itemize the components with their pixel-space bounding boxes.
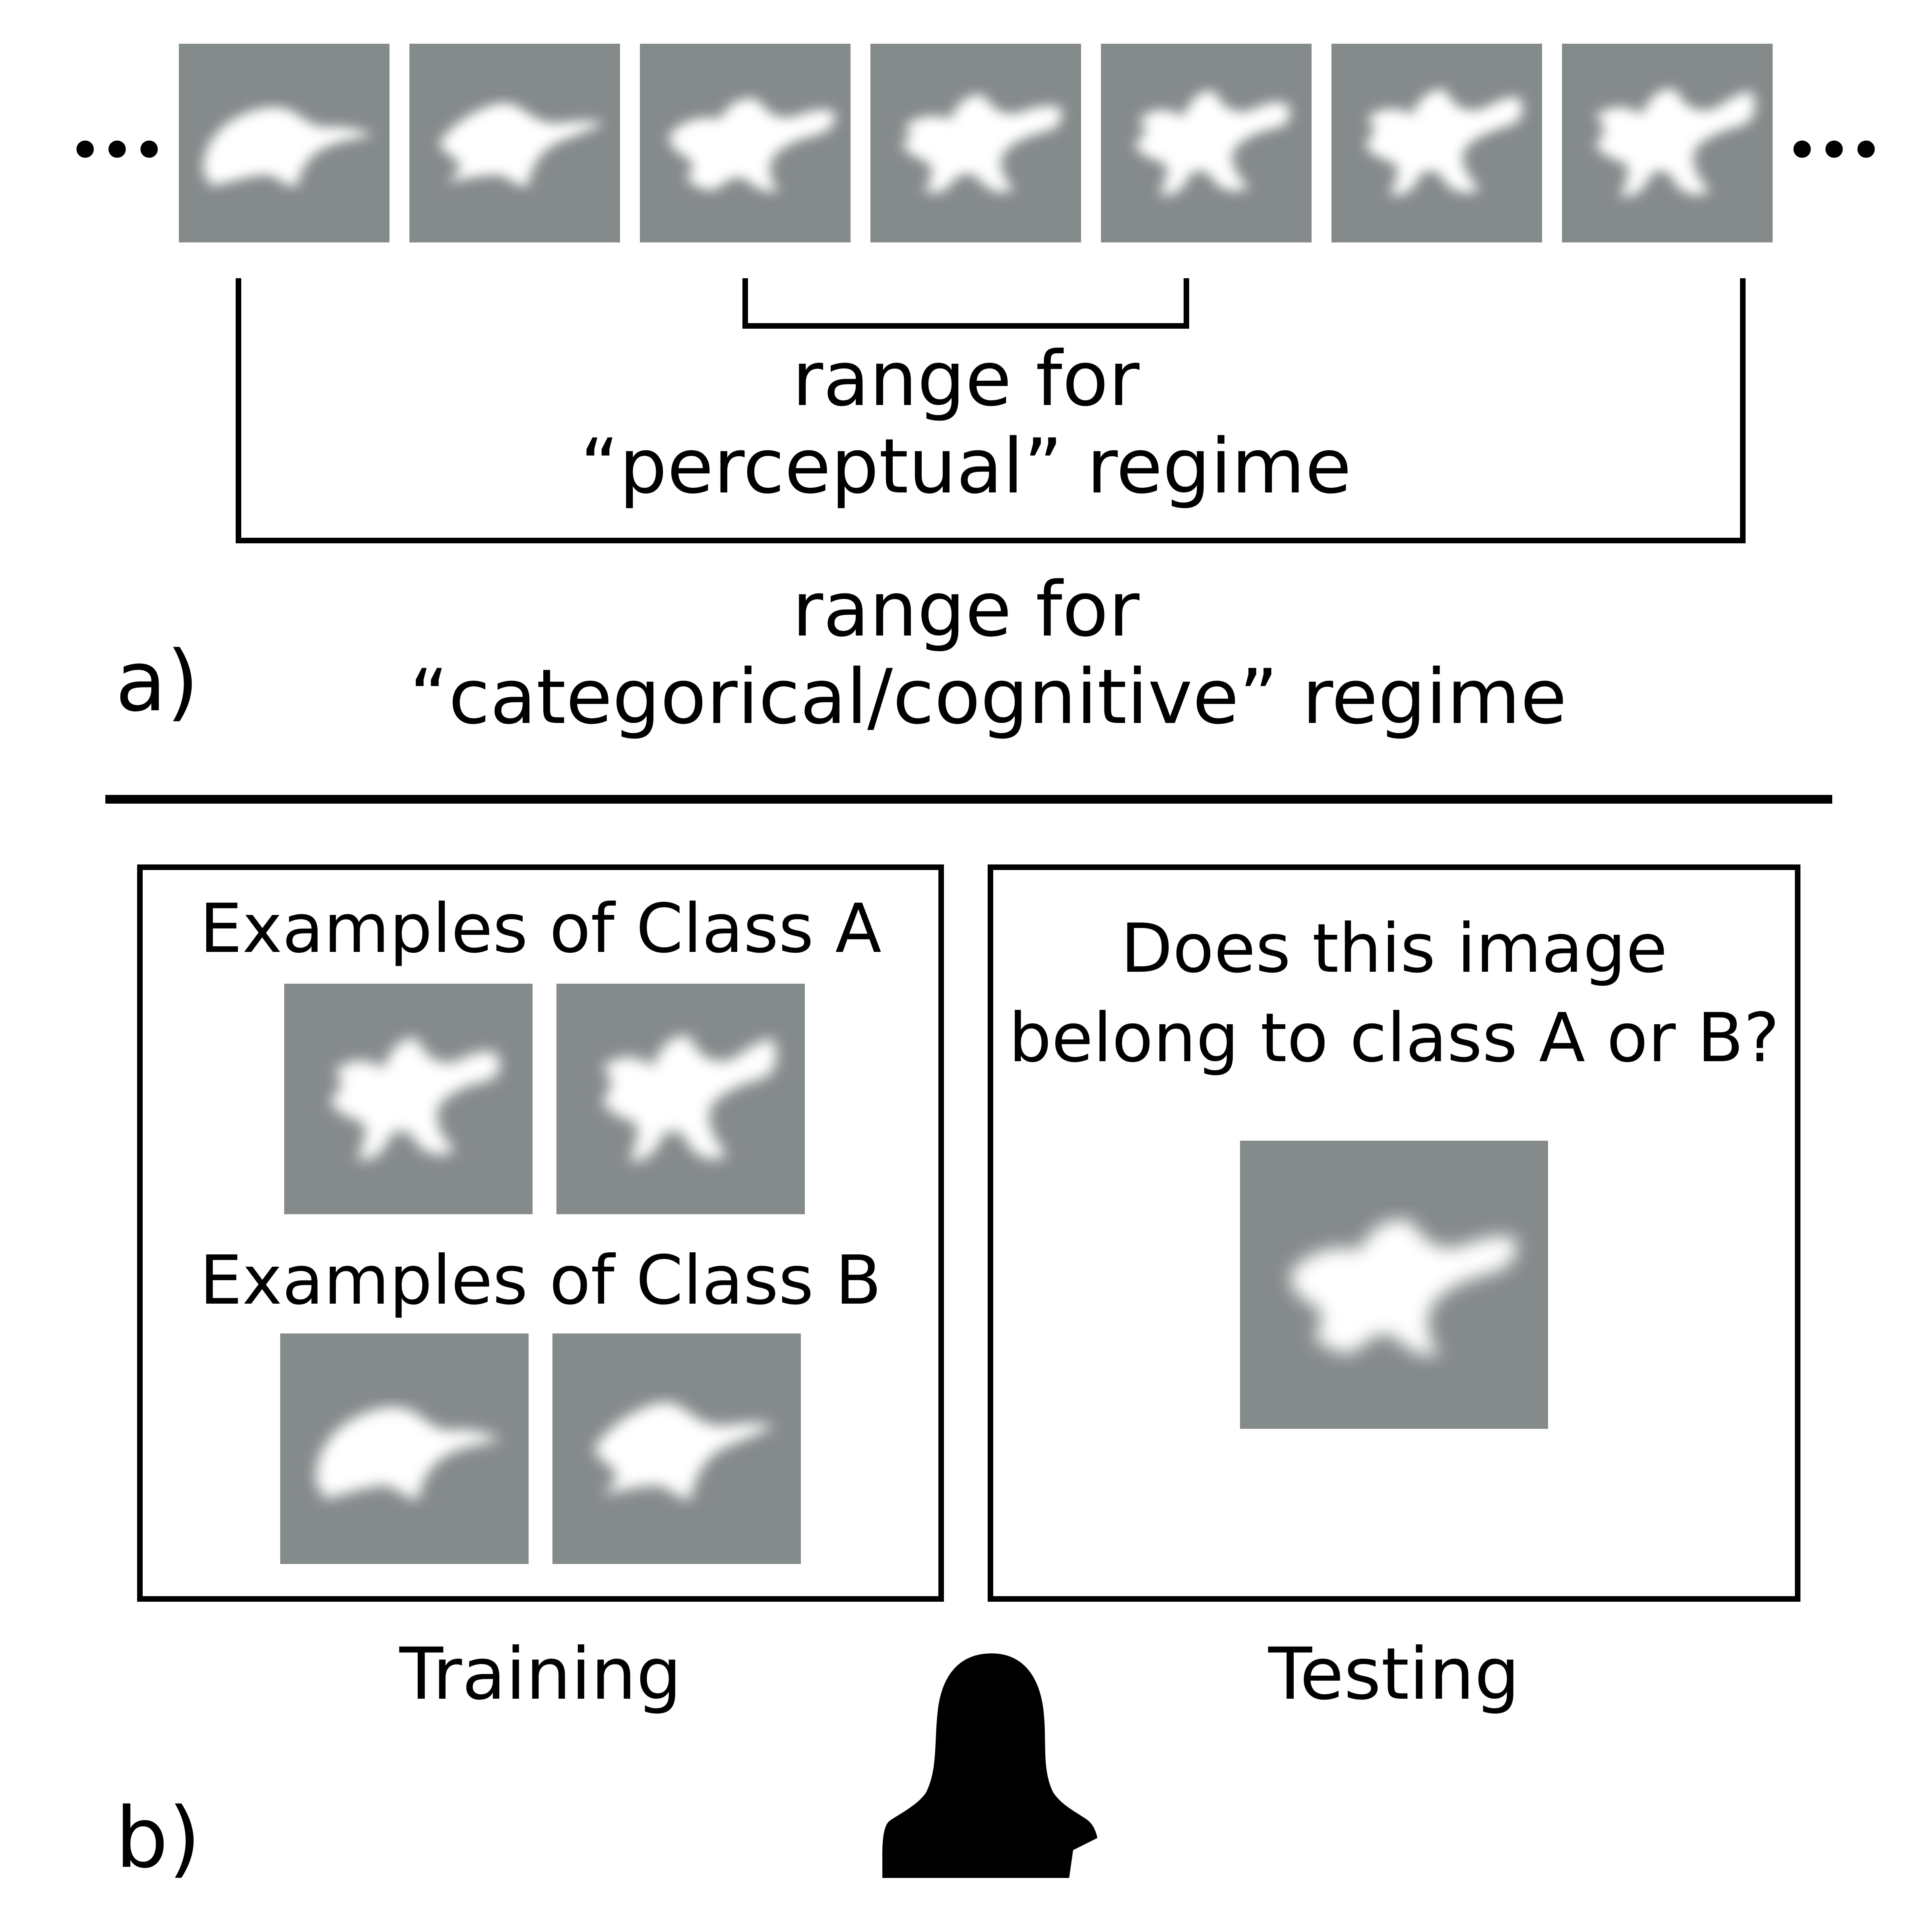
class-a-example-2 [556,984,805,1214]
morph-tile-6 [1331,44,1542,242]
person-silhouette-icon [882,1653,1101,1878]
class-b-example-1 [280,1333,529,1564]
categorical-range-bracket [236,278,1746,543]
morph-tile-5 [1101,44,1312,242]
class-a-example-1 [284,984,533,1214]
class-a-heading: Examples of Class A [200,889,882,968]
testing-box [988,864,1800,1602]
panel-b-label: b) [115,1789,201,1887]
class-b-heading: Examples of Class B [200,1241,882,1320]
training-caption: Training [399,1633,682,1716]
morph-tile-7 [1562,44,1773,242]
test-question-line1: Does this image [1120,909,1668,988]
perceptual-label-line2: “perceptual” regime [580,422,1352,510]
testing-caption: Testing [1268,1633,1520,1716]
ellipsis-right-icon: ••• [1785,116,1884,186]
test-image [1240,1141,1548,1429]
perceptual-label-line1: range for [792,335,1140,423]
perceptual-range-bracket [742,278,1189,329]
categorical-label-line1: range for [792,566,1140,653]
morph-tile-1 [179,44,390,242]
range-brackets [236,278,1746,543]
morph-tile-4 [870,44,1081,242]
class-b-example-2 [552,1333,801,1564]
panel-separator [105,795,1832,804]
morph-tile-3 [640,44,851,242]
morph-tile-2 [409,44,620,242]
test-question-line2: belong to class A or B? [1008,999,1780,1077]
ellipsis-left-icon: ••• [68,116,167,186]
categorical-label-line2: “categorical/cognitive” regime [409,653,1567,741]
panel-a-label: a) [115,633,199,730]
training-box [137,864,944,1602]
